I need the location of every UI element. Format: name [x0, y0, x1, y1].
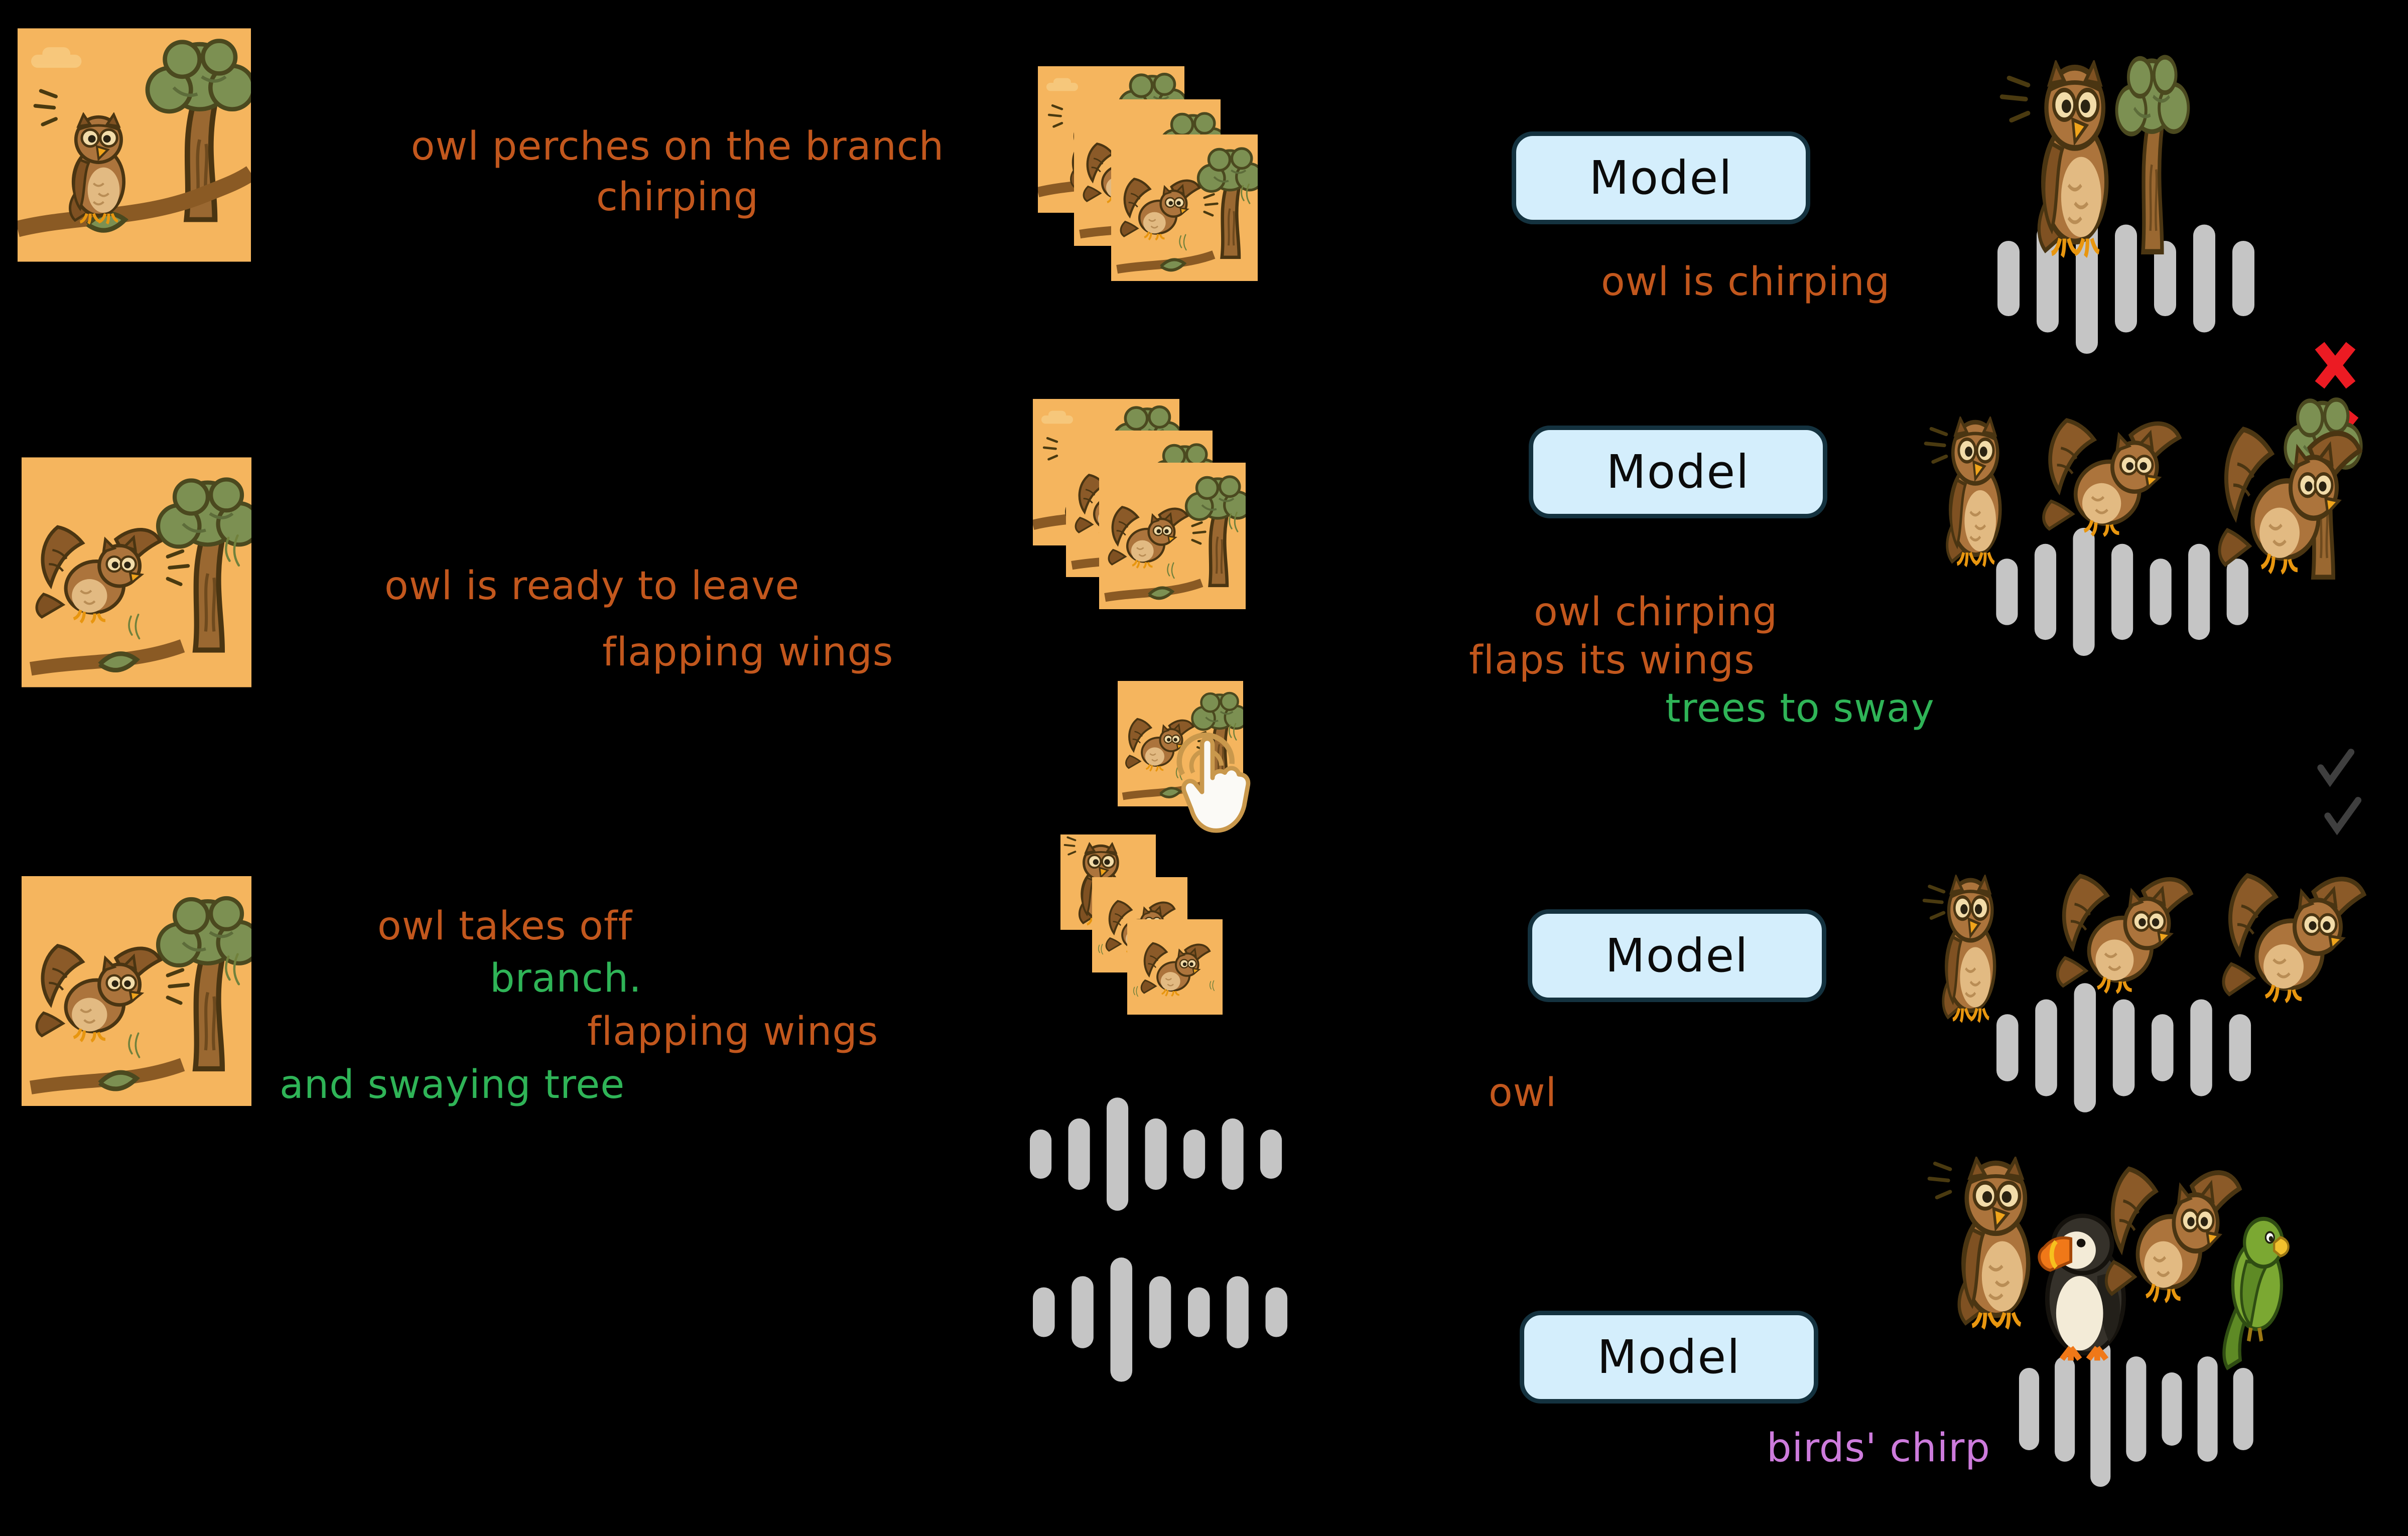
input-image-owl-flying [22, 870, 251, 1112]
frame-thumbnail [1111, 134, 1258, 281]
model-box-row4: Model [1520, 1311, 1818, 1404]
video-frame-stack-row1 [1038, 66, 1264, 287]
caption-line: chirping [596, 175, 759, 220]
input-image-owl-taking-off [22, 450, 251, 695]
chirp-lines-icon [1997, 75, 2033, 123]
waveform-icon [1030, 1097, 1282, 1211]
output-illustration-row1 [1982, 48, 2404, 379]
model-box-row3: Model [1528, 909, 1826, 1002]
owl-perched-illustration [1940, 1157, 2048, 1332]
waveform-icon [1033, 1258, 1288, 1382]
output-illustration-row4 [1935, 1152, 2408, 1493]
output-caption-row2-line3: trees to sway [1665, 686, 1935, 731]
model-label: Model [1605, 929, 1749, 983]
audio-bars-icon [2019, 1340, 2253, 1487]
input-caption-row3-line4: and swaying tree [280, 1062, 625, 1107]
owl-flying-illustration [2052, 870, 2195, 1004]
parrot-illustration [2215, 1211, 2291, 1370]
audio-bars-icon [1996, 527, 2248, 656]
frame-thumbnail [1127, 919, 1223, 1015]
input-caption-row3-line1: owl takes off [377, 904, 632, 949]
owl-flying-illustration [2213, 422, 2364, 587]
input-caption-row2-line1: owl is ready to leave [384, 564, 800, 609]
chirp-lines-icon [1922, 427, 1950, 464]
output-caption-row4: birds' chirp [1767, 1426, 1990, 1471]
input-caption-row3-line3: flapping wings [587, 1009, 879, 1054]
chirp-lines-icon [1925, 1162, 1955, 1199]
tap-cursor-icon [1167, 729, 1255, 843]
owl-flying-illustration [2038, 414, 2183, 547]
caption-line: owl perches on the branch [411, 124, 945, 169]
model-label: Model [1589, 151, 1733, 205]
output-illustration-row2 [1930, 394, 2406, 675]
output-caption-row2-line1: owl chirping [1534, 590, 1778, 635]
output-caption-row2-line2: flaps its wings [1469, 638, 1755, 683]
model-label: Model [1606, 445, 1750, 499]
cross-icon [2313, 337, 2358, 393]
model-box-row1: Model [1512, 131, 1810, 224]
check-icon [2319, 789, 2364, 841]
input-caption-row1: owl perches on the branch chirping [351, 121, 1004, 223]
model-box-row2: Model [1529, 426, 1827, 518]
owl-flying-illustration [2217, 869, 2368, 1014]
input-image-owl-perched [18, 25, 251, 265]
output-caption-row3: owl [1489, 1070, 1557, 1115]
input-caption-row2-line2: flapping wings [602, 630, 894, 675]
frame-thumbnail [1099, 463, 1246, 609]
check-icon [2312, 741, 2357, 792]
output-caption-row1: owl is chirping [1601, 259, 1891, 305]
video-frame-stack-row3 [1060, 834, 1231, 1020]
video-frame-stack-row2 [1033, 399, 1259, 620]
chirp-lines-icon [1920, 885, 1948, 920]
input-caption-row3-line2: branch. [490, 956, 642, 1001]
output-illustration-row3 [1926, 851, 2398, 1132]
model-label: Model [1597, 1330, 1741, 1384]
audio-bars-icon [1996, 983, 2251, 1112]
owl-perched-illustration [2020, 60, 2125, 261]
